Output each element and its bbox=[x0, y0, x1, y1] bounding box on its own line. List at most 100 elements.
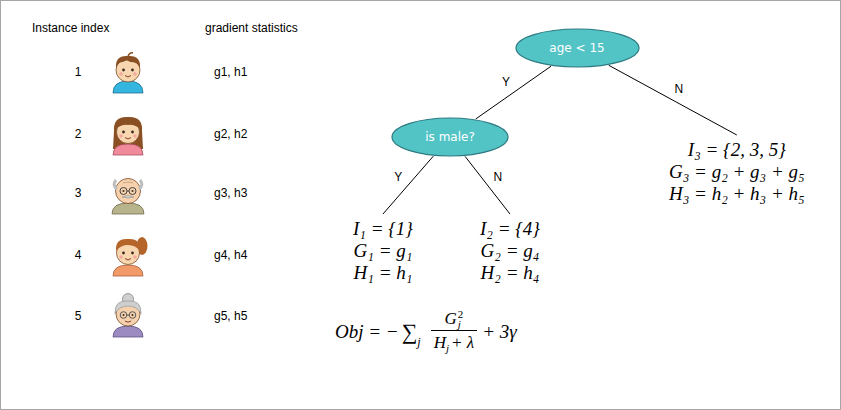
gradient-statistics: g2, h2 bbox=[214, 127, 247, 142]
denominator: Hj+ λ bbox=[431, 330, 477, 355]
branch-label: Y bbox=[500, 75, 512, 89]
woman-face bbox=[119, 255, 123, 259]
ellipse-outline bbox=[392, 118, 508, 156]
gradient-statistics: g1, h1 bbox=[214, 65, 247, 80]
girl-face bbox=[116, 120, 140, 129]
old-woman-face bbox=[129, 312, 136, 319]
column-header: gradient statistics bbox=[205, 21, 298, 36]
branch-label: Y bbox=[392, 170, 404, 184]
leaf-formula: I₁ = {1} bbox=[353, 218, 413, 240]
leaf-formula: H₂ = h₄ bbox=[480, 262, 540, 284]
tree-edge bbox=[383, 156, 433, 214]
leaf-formula: H₃ = h₂ + h₃ + h₅ bbox=[669, 183, 805, 205]
old-woman-face bbox=[113, 294, 143, 338]
girl-face bbox=[113, 144, 143, 155]
condition-text: age < 15 bbox=[549, 41, 604, 56]
instance-index: 2 bbox=[75, 127, 82, 142]
sum-index: j bbox=[417, 336, 420, 348]
objective-formula: Obj = −∑jG2jHj+ λ+ 3γ bbox=[335, 308, 517, 355]
boy-face bbox=[122, 69, 125, 72]
numerator-symbol: G bbox=[445, 308, 457, 330]
old-man-face bbox=[139, 180, 142, 189]
girl-face bbox=[117, 121, 140, 144]
old-woman-face bbox=[127, 315, 129, 316]
old-man-face bbox=[112, 203, 144, 214]
woman-face bbox=[133, 255, 137, 259]
numerator: G2j bbox=[442, 308, 467, 330]
boy-face bbox=[116, 56, 140, 68]
decision-ellipse: is male? bbox=[391, 117, 509, 157]
fraction: G2jHj+ λ bbox=[431, 308, 477, 355]
tree-edge bbox=[465, 156, 510, 214]
old-man-face bbox=[127, 191, 129, 192]
old-man-face bbox=[123, 182, 133, 183]
instance-index: 4 bbox=[75, 248, 82, 263]
old-man-face bbox=[114, 180, 117, 189]
sum-symbol: ∑ bbox=[402, 320, 418, 344]
subscript: j bbox=[458, 319, 464, 329]
old-woman-face bbox=[120, 312, 127, 319]
tree-edge bbox=[476, 66, 551, 119]
branch-label: N bbox=[491, 170, 504, 184]
branch-label: N bbox=[673, 82, 686, 96]
leaf-formula: G₁ = g₁ bbox=[353, 240, 413, 262]
gradient-statistics: g5, h5 bbox=[214, 309, 247, 324]
leaf-formula: G₃ = g₂ + g₃ + g₅ bbox=[669, 161, 805, 183]
ellipse-text: is male? bbox=[425, 130, 475, 145]
woman-face bbox=[122, 252, 125, 255]
old-man-face bbox=[116, 179, 141, 204]
instance-index: 5 bbox=[75, 309, 82, 324]
leaf-formula: G₂ = g₄ bbox=[480, 240, 540, 262]
boy-face bbox=[113, 53, 143, 93]
old-man-face bbox=[129, 188, 136, 195]
sum-symbol: ∑j bbox=[402, 320, 421, 344]
woman-face bbox=[113, 265, 143, 276]
leaf-formula: I₂ = {4} bbox=[480, 218, 540, 240]
leaf-node: I₂ = {4}G₂ = g₄H₂ = h₄ bbox=[476, 218, 544, 284]
old-woman-face bbox=[132, 314, 134, 316]
gradient-statistics: g4, h4 bbox=[214, 248, 247, 263]
girl-face bbox=[113, 117, 143, 155]
boy-face bbox=[133, 72, 137, 76]
numerator-scripts: 2j bbox=[458, 309, 464, 329]
boy-face bbox=[125, 76, 131, 78]
woman-face bbox=[113, 237, 148, 276]
decision-ellipse: age < 15 bbox=[515, 28, 640, 68]
leaf-formula: H₁ = h₁ bbox=[353, 262, 413, 284]
old-man-face bbox=[122, 196, 134, 199]
boy-face bbox=[131, 69, 134, 72]
gradient-statistics: g3, h3 bbox=[214, 186, 247, 201]
leaf-node: I₁ = {1}G₁ = g₁H₁ = h₁ bbox=[349, 218, 417, 284]
instance-index: 1 bbox=[75, 65, 82, 80]
girl-face bbox=[119, 134, 123, 138]
boy-face bbox=[113, 81, 143, 93]
column-header: Instance index bbox=[32, 21, 109, 36]
old-man-face bbox=[123, 190, 125, 192]
boy-face bbox=[128, 53, 133, 56]
condition-text: is male? bbox=[425, 130, 475, 145]
old-woman-face bbox=[115, 301, 141, 314]
superscript: 2 bbox=[458, 309, 464, 319]
tree-edge bbox=[609, 65, 737, 135]
girl-face bbox=[133, 134, 137, 138]
girl-face bbox=[125, 138, 131, 140]
woman-face bbox=[125, 259, 131, 261]
girl-face bbox=[122, 131, 125, 134]
ellipse-outline bbox=[516, 29, 639, 67]
woman-face bbox=[116, 239, 140, 251]
denominator-term: + λ bbox=[451, 332, 474, 354]
ellipse-text: age < 15 bbox=[549, 41, 604, 56]
old-woman-face bbox=[123, 314, 125, 316]
leaf-node: I₃ = {2, 3, 5}G₃ = g₂ + g₃ + g₅H₃ = h₂ +… bbox=[665, 139, 809, 205]
instance-index: 3 bbox=[75, 186, 82, 201]
subscript: j bbox=[446, 337, 449, 359]
girl-face bbox=[131, 131, 134, 134]
objective-text: + 3γ bbox=[482, 321, 517, 343]
denominator-symbol: H bbox=[434, 332, 446, 354]
old-man-face bbox=[112, 179, 144, 215]
leaf-formula: I₃ = {2, 3, 5} bbox=[669, 139, 805, 161]
old-woman-face bbox=[125, 321, 131, 322]
old-woman-face bbox=[113, 326, 143, 337]
